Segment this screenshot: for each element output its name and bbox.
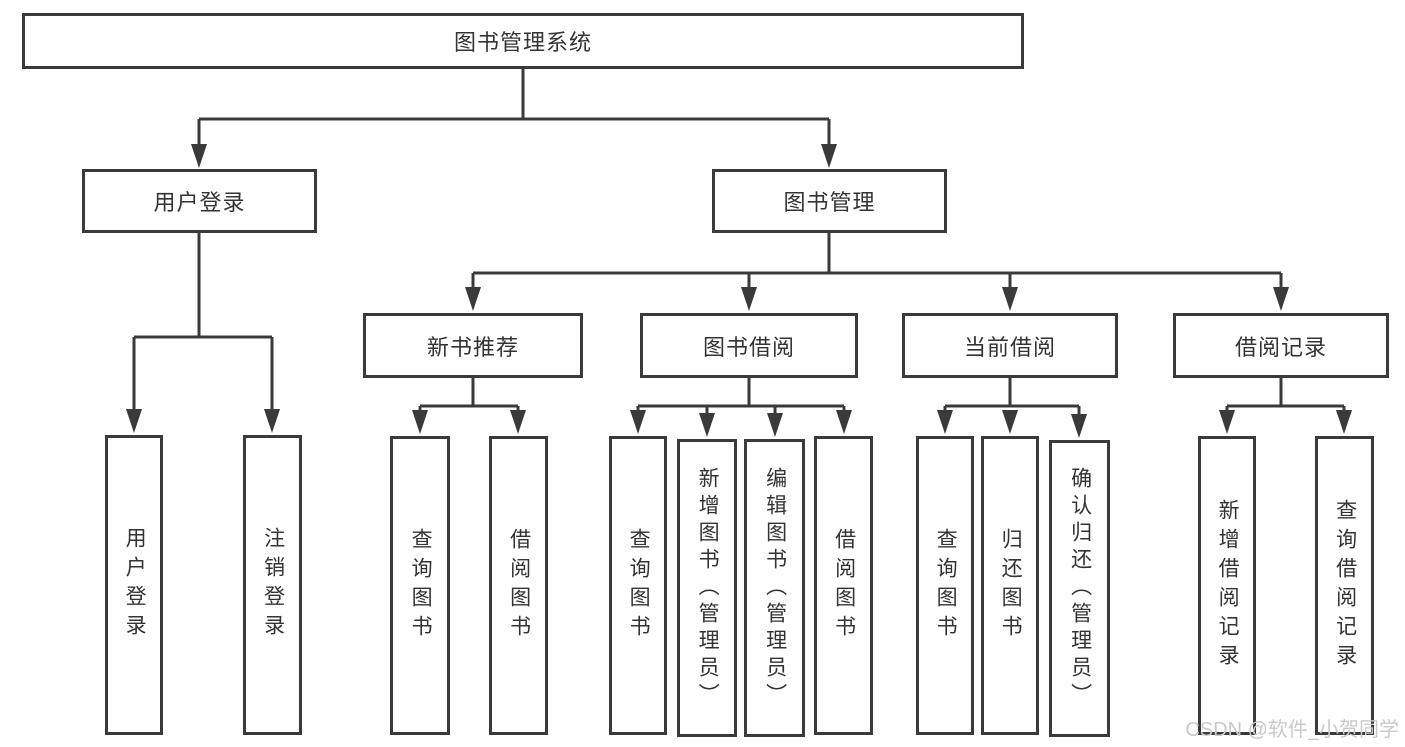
node-label: 确认归还（管理员） xyxy=(1068,467,1092,710)
watermark: CSDN @软件_小贺同学 xyxy=(1185,719,1399,741)
arrow-down-icon xyxy=(264,409,280,433)
connector-user-login-to-leaves xyxy=(126,233,280,433)
leaf-query-borrow-record: 查询借阅记录 xyxy=(1315,436,1374,735)
arrow-down-icon xyxy=(126,409,142,433)
connector-current-borrow-to-leaves xyxy=(937,378,1087,438)
node-label: 借阅图书 xyxy=(507,527,531,644)
node-label: 用户登录 xyxy=(153,190,246,215)
node-library-management-system: 图书管理系统 xyxy=(22,13,1024,69)
node-label: 当前借阅 xyxy=(963,334,1056,360)
node-label: 注销登录 xyxy=(261,527,285,643)
connector-new-book-recommend-to-leaves xyxy=(412,378,526,434)
connector-line xyxy=(943,378,1081,415)
arrow-down-icon xyxy=(699,413,715,437)
arrow-down-icon xyxy=(821,144,837,168)
arrow-down-icon xyxy=(465,287,481,311)
leaf-borrow-books-recommend: 借阅图书 xyxy=(489,436,548,735)
node-label: 用户登录 xyxy=(123,527,147,643)
arrow-down-icon xyxy=(937,410,953,434)
node-label: 新书推荐 xyxy=(426,334,519,360)
node-label: 图书管理系统 xyxy=(453,30,592,55)
connector-book-borrow-to-leaves xyxy=(630,378,852,437)
leaf-return-book: 归还图书 xyxy=(981,436,1039,735)
leaf-borrow-books: 借阅图书 xyxy=(814,436,873,735)
arrow-down-icon xyxy=(630,410,646,434)
node-label: 图书管理 xyxy=(783,190,876,215)
connector-line xyxy=(197,69,831,148)
node-label: 新增图书（管理员） xyxy=(696,466,720,710)
connector-line xyxy=(132,233,274,412)
node-label: 归还图书 xyxy=(999,527,1023,644)
leaf-edit-book-admin: 编辑图书（管理员） xyxy=(744,439,805,737)
leaf-add-book-admin: 新增图书（管理员） xyxy=(677,439,737,737)
node-book-borrow: 图书借阅 xyxy=(640,313,858,378)
arrow-down-icon xyxy=(1219,410,1235,434)
arrow-down-icon xyxy=(510,410,526,434)
leaf-query-books-recommend: 查询图书 xyxy=(390,436,450,735)
connector-line xyxy=(1225,378,1346,412)
arrow-down-icon xyxy=(741,287,757,311)
node-current-borrow: 当前借阅 xyxy=(902,313,1118,378)
arrow-down-icon xyxy=(836,410,852,434)
arrow-down-icon xyxy=(1273,287,1289,311)
node-label: 查询图书 xyxy=(934,527,958,644)
node-label: 新增借阅记录 xyxy=(1216,498,1240,673)
arrow-down-icon xyxy=(412,410,428,434)
node-label: 查询图书 xyxy=(409,527,433,644)
arrow-down-icon xyxy=(1002,287,1018,311)
arrow-down-icon xyxy=(1071,414,1087,438)
arrow-down-icon xyxy=(191,144,207,168)
connector-book-management-to-level2 xyxy=(465,233,1289,311)
leaf-query-books-borrow: 查询图书 xyxy=(609,436,667,735)
node-label: 编辑图书（管理员） xyxy=(763,466,787,710)
leaf-confirm-return-admin: 确认归还（管理员） xyxy=(1049,440,1110,737)
connector-line xyxy=(418,378,520,412)
node-new-book-recommend: 新书推荐 xyxy=(363,313,583,378)
node-book-management: 图书管理 xyxy=(712,169,947,233)
connector-line xyxy=(471,233,1283,289)
node-label: 图书借阅 xyxy=(702,334,795,360)
arrow-down-icon xyxy=(1002,410,1018,434)
node-label: 借阅记录 xyxy=(1234,334,1327,360)
connector-root-to-level1 xyxy=(191,69,837,168)
node-label: 查询借阅记录 xyxy=(1333,498,1357,673)
node-label: 查询图书 xyxy=(627,527,651,644)
leaf-query-books-current: 查询图书 xyxy=(916,436,974,735)
leaf-logout-login: 注销登录 xyxy=(243,435,302,735)
node-borrow-records: 借阅记录 xyxy=(1173,313,1389,378)
leaf-user-login: 用户登录 xyxy=(105,435,163,735)
node-label: 借阅图书 xyxy=(832,527,856,644)
leaf-add-borrow-record: 新增借阅记录 xyxy=(1198,436,1256,735)
connector-borrow-records-to-leaves xyxy=(1219,378,1352,434)
node-user-login: 用户登录 xyxy=(82,169,317,233)
arrow-down-icon xyxy=(767,413,783,437)
arrow-down-icon xyxy=(1336,410,1352,434)
connector-line xyxy=(636,378,846,414)
